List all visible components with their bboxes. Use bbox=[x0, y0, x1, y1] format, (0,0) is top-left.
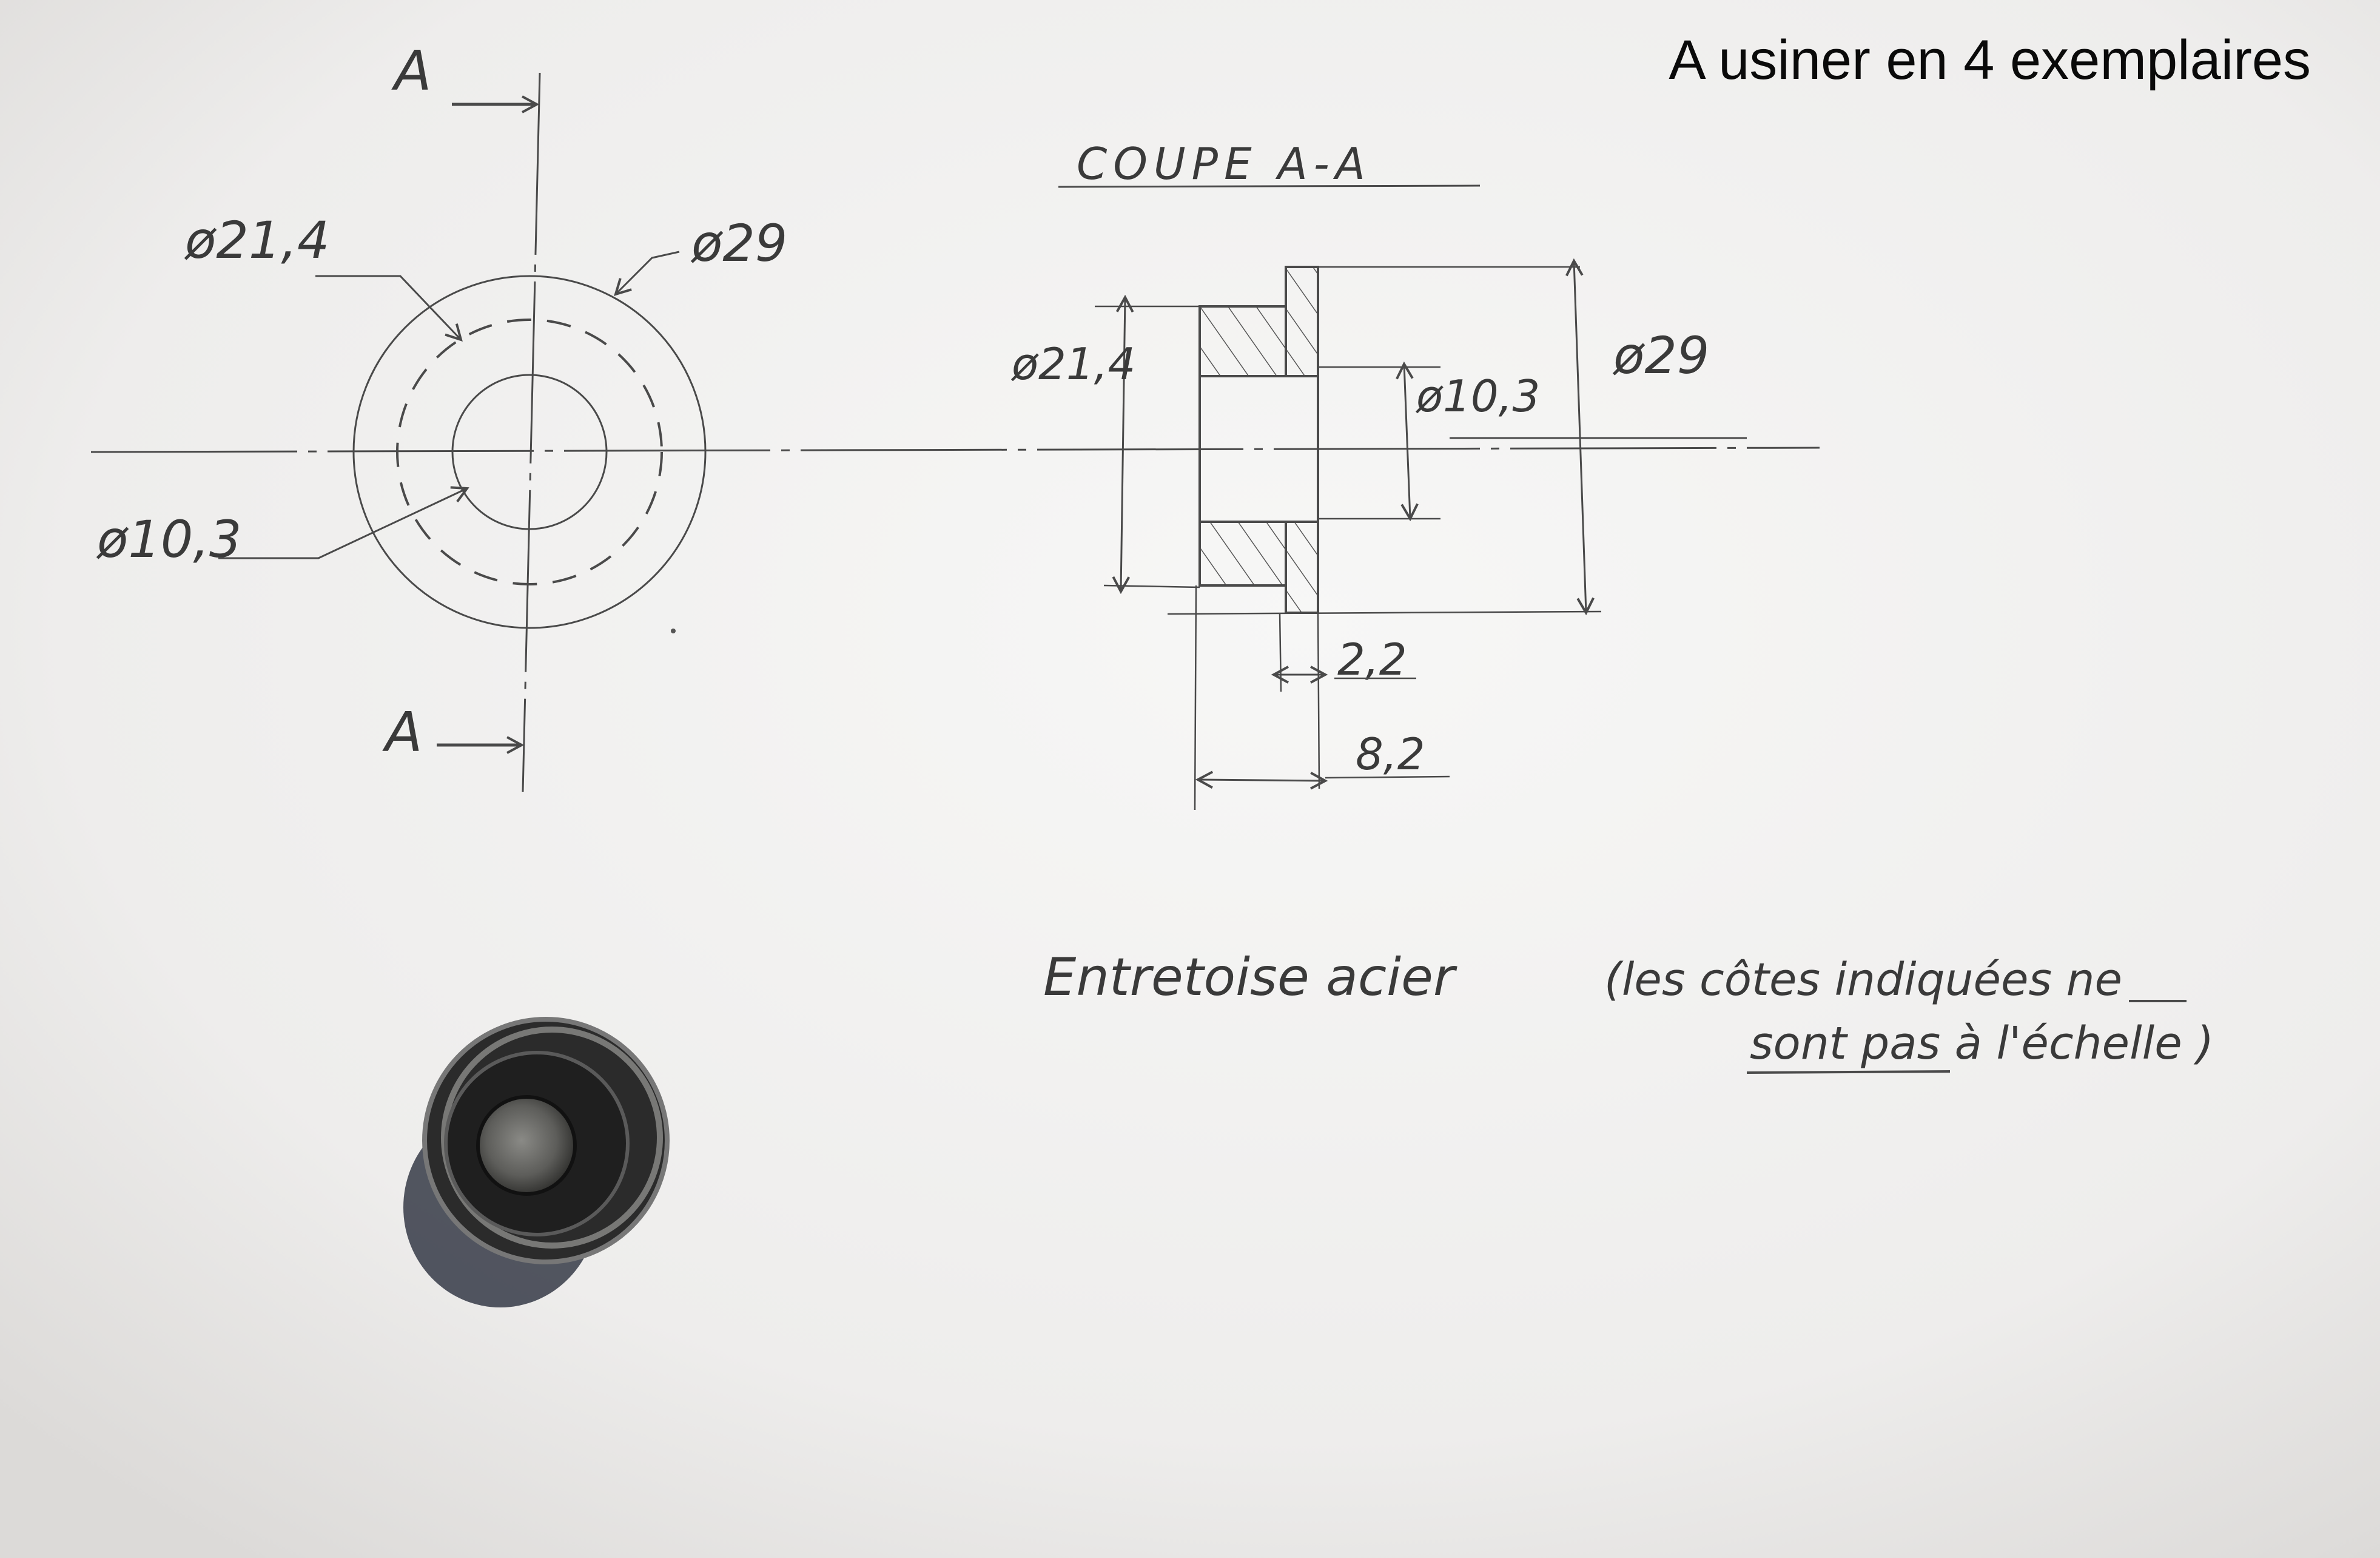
section-dim-d29: ø29 bbox=[1612, 326, 1709, 385]
pencil-dot bbox=[671, 629, 676, 633]
section-view: COUPE A-A ø21,4 ø10,3 bbox=[1010, 138, 1747, 811]
section-dim-d21: ø21,4 bbox=[1010, 339, 1135, 390]
section-flange-upper bbox=[1285, 266, 1319, 377]
length-dim-underline bbox=[1325, 775, 1450, 779]
part-flange-rim bbox=[441, 1027, 663, 1249]
section-body-lower bbox=[1198, 521, 1287, 587]
ext-line-d29-bottom bbox=[1167, 610, 1602, 615]
scale-note-line1: (les côtes indiquées ne bbox=[1604, 954, 2122, 1006]
section-mark-bottom: A bbox=[382, 701, 423, 764]
part-name: Entretoise acier bbox=[1043, 947, 1457, 1008]
steel-spacer-part bbox=[403, 1017, 670, 1307]
dim-arrow-d10 bbox=[1404, 364, 1410, 519]
scale-note-underline-sont-pas bbox=[1746, 1070, 1951, 1074]
section-title: COUPE A-A bbox=[1077, 138, 1371, 189]
section-dim-flange: 2,2 bbox=[1337, 634, 1407, 685]
leader-d21 bbox=[315, 275, 461, 340]
front-dim-d10: ø10,3 bbox=[96, 510, 241, 569]
section-title-underline bbox=[1058, 184, 1481, 188]
ext-line-right-face bbox=[1317, 613, 1320, 789]
part-bore bbox=[476, 1095, 577, 1196]
ext-line-left-face bbox=[1194, 585, 1197, 811]
front-view: A A ø21,4 ø29 ø10,3 bbox=[90, 39, 1820, 792]
header-note: A usiner en 4 exemplaires bbox=[1669, 29, 2311, 91]
section-flange-lower bbox=[1285, 521, 1319, 614]
section-body-upper bbox=[1198, 305, 1287, 377]
section-dim-d10: ø10,3 bbox=[1415, 371, 1540, 422]
horizontal-center-line bbox=[90, 447, 1820, 453]
vertical-center-line bbox=[522, 72, 541, 792]
leader-d10 bbox=[218, 488, 467, 559]
dim-arrow-d21 bbox=[1121, 297, 1125, 592]
bore-circle-d10 bbox=[451, 374, 608, 530]
section-dim-length: 8,2 bbox=[1356, 729, 1425, 780]
front-dim-d29: ø29 bbox=[690, 214, 787, 273]
hidden-circle-d21 bbox=[396, 319, 663, 585]
outer-circle-d29 bbox=[352, 275, 707, 629]
leader-d29 bbox=[616, 251, 680, 294]
front-dim-d21: ø21,4 bbox=[184, 211, 329, 270]
section-mark-top: A bbox=[391, 39, 432, 103]
dim-arrow-d29 bbox=[1574, 261, 1586, 613]
dim-arrow-length bbox=[1198, 780, 1325, 781]
scale-note-line2: sont pas à l'échelle ) bbox=[1750, 1017, 2214, 1070]
